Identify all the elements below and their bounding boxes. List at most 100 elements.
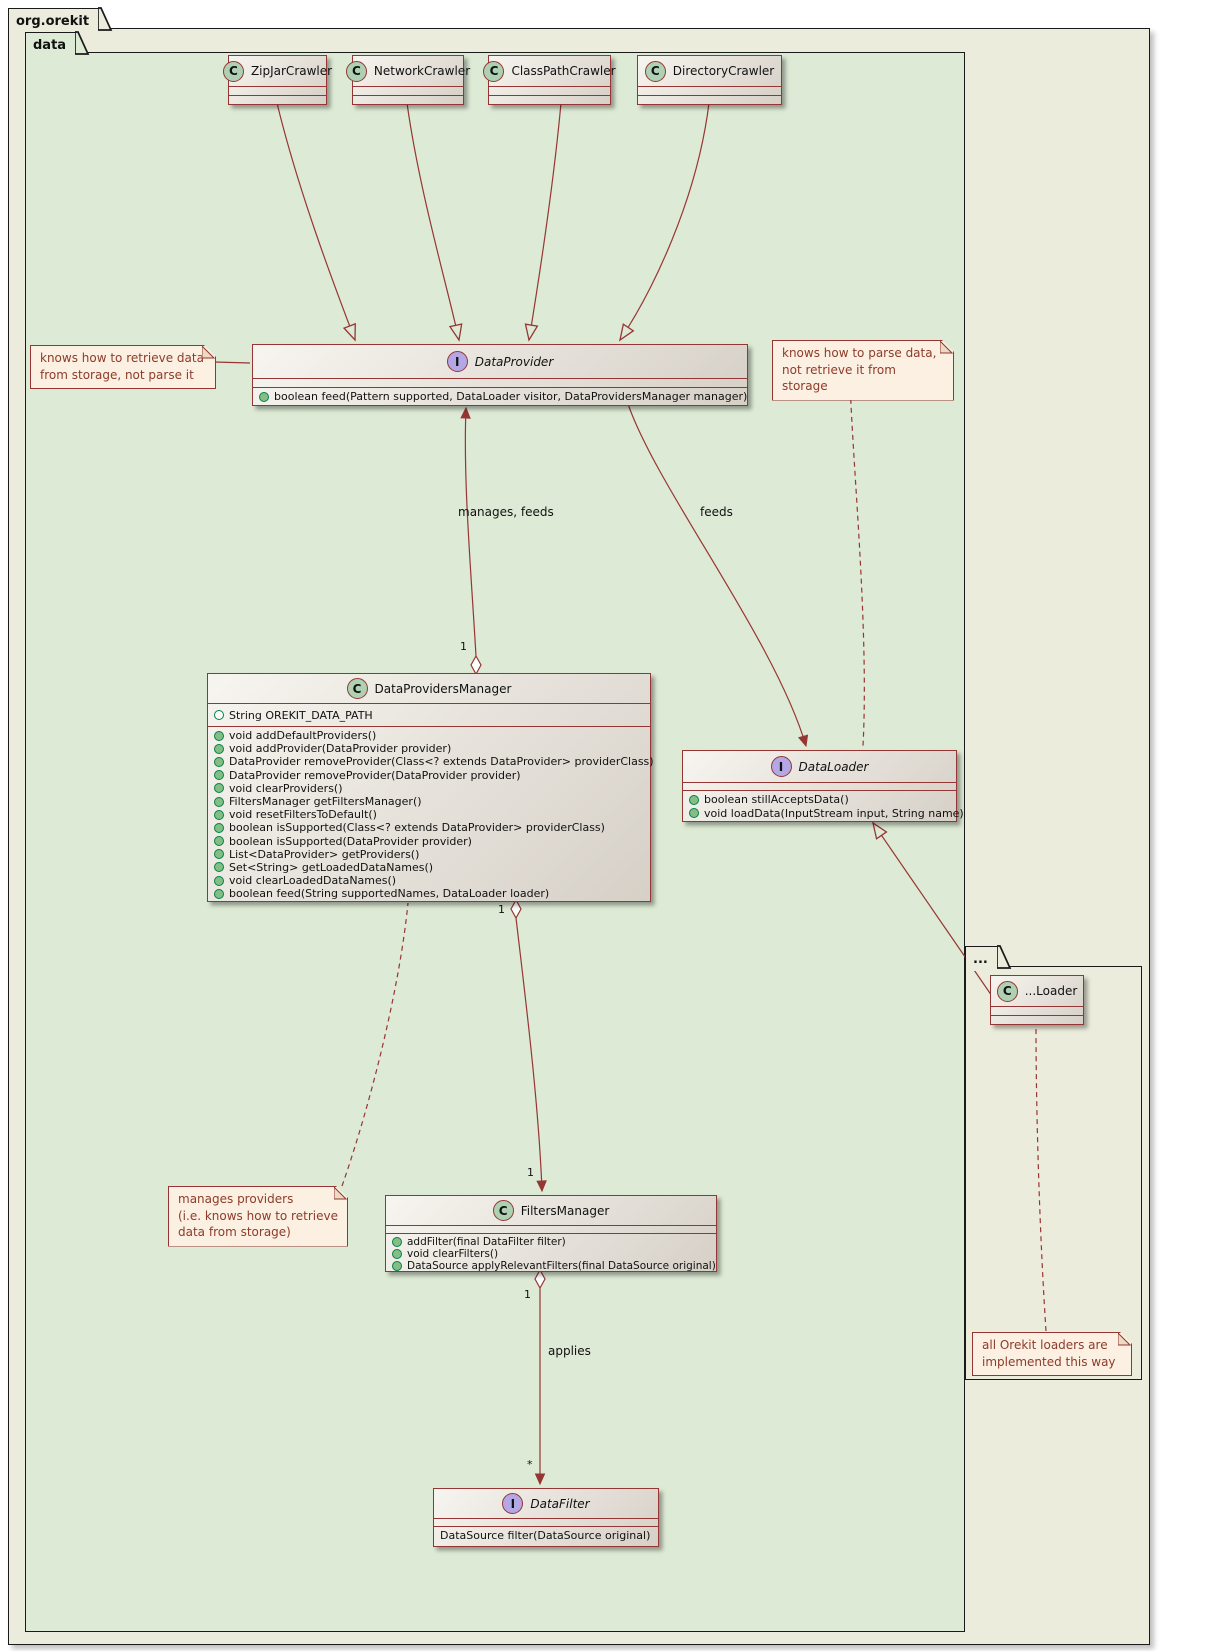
public-method-icon — [214, 849, 224, 860]
class-filtersmanager: C FiltersManager addFilter(final DataFil… — [385, 1195, 717, 1272]
public-method-icon — [214, 888, 224, 899]
class-title: DirectoryCrawler — [672, 64, 775, 78]
method: boolean stillAcceptsData() — [683, 793, 956, 807]
fields-compartment — [683, 783, 956, 791]
fields-compartment — [229, 87, 326, 96]
note-retrieve-data: knows how to retrieve data from storage,… — [30, 345, 216, 389]
class-dataprovidersmanager: C DataProvidersManager String OREKIT_DAT… — [207, 673, 654, 902]
method: List<DataProvider> getProviders() — [208, 848, 650, 861]
interface-icon: I — [770, 756, 792, 777]
fields-compartment: String OREKIT_DATA_PATH — [208, 704, 650, 727]
interface-dataloader: I DataLoader boolean stillAcceptsData() … — [682, 750, 964, 822]
package-data-tab: data — [25, 31, 90, 57]
method: void clearProviders() — [208, 782, 650, 795]
method: DataProvider removeProvider(Class<? exte… — [208, 755, 654, 768]
methods-compartment — [638, 96, 781, 104]
note-fold-icon — [1118, 1333, 1131, 1346]
package-misc-body — [965, 966, 1142, 1380]
method: DataProvider removeProvider(DataProvider… — [208, 769, 650, 782]
fields-compartment — [638, 87, 781, 96]
interface-datafilter: I DataFilter DataSource filter(DataSourc… — [433, 1488, 659, 1547]
methods-compartment: addFilter(final DataFilter filter) void … — [386, 1234, 716, 1273]
note-all-loaders: all Orekit loaders are implemented this … — [972, 1332, 1132, 1376]
fields-compartment — [489, 87, 610, 96]
edge-label-applies: applies — [548, 1344, 591, 1358]
method: void clearFilters() — [386, 1248, 716, 1260]
class-miscloader: C ...Loader — [990, 975, 1084, 1025]
fields-compartment — [386, 1226, 716, 1234]
methods-compartment: boolean stillAcceptsData() void loadData… — [683, 791, 964, 821]
interface-title: DataFilter — [530, 1496, 590, 1511]
package-org-orekit-tab: org.orekit — [8, 7, 113, 33]
fields-compartment — [991, 1007, 1083, 1016]
class-zipjarcrawler: C ZipJarCrawler — [222, 55, 332, 105]
class-networkcrawler: C NetworkCrawler — [345, 55, 470, 105]
class-icon: C — [492, 1200, 514, 1221]
method: FiltersManager getFiltersManager() — [208, 795, 650, 808]
method: void clearLoadedDataNames() — [208, 874, 650, 887]
public-method-icon — [214, 770, 224, 781]
method: DataSource applyRelevantFilters(final Da… — [386, 1260, 716, 1272]
methods-compartment — [353, 96, 463, 104]
public-method-icon — [214, 809, 224, 820]
public-method-icon — [214, 862, 224, 873]
fields-compartment — [353, 87, 463, 96]
class-icon: C — [346, 678, 368, 699]
class-title: ClassPathCrawler — [511, 64, 616, 78]
class-title: ...Loader — [1024, 984, 1078, 998]
method: void resetFiltersToDefault() — [208, 808, 650, 821]
note-parse-data: knows how to parse data, not retrieve it… — [772, 340, 954, 401]
method: void addDefaultProviders() — [208, 729, 650, 742]
method: boolean feed(String supportedNames, Data… — [208, 887, 650, 900]
method: void loadData(InputStream input, String … — [683, 807, 964, 821]
class-title: NetworkCrawler — [373, 64, 471, 78]
multiplicity-1: 1 — [527, 1166, 534, 1179]
public-method-icon — [214, 836, 224, 847]
public-method-icon — [214, 756, 224, 767]
package-data-label: data — [33, 37, 67, 53]
public-method-icon — [392, 1261, 402, 1272]
edge-label-manages-feeds: manages, feeds — [458, 505, 554, 519]
class-directorycrawler: C DirectoryCrawler — [637, 55, 782, 105]
field: String OREKIT_DATA_PATH — [208, 704, 650, 726]
class-title: ZipJarCrawler — [250, 64, 333, 78]
note-fold-icon — [202, 346, 215, 359]
public-method-icon — [689, 808, 699, 819]
note-fold-icon — [334, 1187, 347, 1200]
note-fold-icon — [940, 341, 953, 354]
method: void addProvider(DataProvider provider) — [208, 742, 650, 755]
interface-icon: I — [446, 351, 468, 372]
public-method-icon — [214, 875, 224, 886]
package-tab-slant — [98, 7, 113, 31]
fields-compartment — [253, 379, 747, 388]
package-org-orekit-label: org.orekit — [16, 13, 90, 29]
class-icon: C — [222, 60, 244, 82]
interface-icon: I — [502, 1493, 524, 1514]
multiplicity-many: * — [527, 1458, 533, 1471]
multiplicity-1: 1 — [524, 1288, 531, 1301]
public-method-icon — [214, 796, 224, 807]
methods-compartment — [991, 1016, 1083, 1024]
multiplicity-1: 1 — [460, 640, 467, 653]
methods-compartment — [229, 96, 326, 104]
method: addFilter(final DataFilter filter) — [386, 1236, 716, 1248]
methods-compartment: boolean feed(Pattern supported, DataLoad… — [253, 388, 747, 405]
package-tab-slant — [997, 945, 1012, 969]
interface-dataprovider: I DataProvider boolean feed(Pattern supp… — [252, 344, 748, 406]
methods-compartment — [489, 96, 610, 104]
method: boolean isSupported(DataProvider provide… — [208, 835, 650, 848]
package-misc-label: ... — [973, 951, 988, 967]
field-icon — [214, 710, 224, 720]
package-misc-tab: ... — [965, 945, 1012, 971]
class-icon: C — [483, 60, 505, 82]
public-method-icon — [392, 1237, 402, 1248]
methods-compartment: void addDefaultProviders() void addProvi… — [208, 727, 654, 900]
fields-compartment — [434, 1519, 658, 1527]
public-method-icon — [214, 730, 224, 741]
method: boolean feed(Pattern supported, DataLoad… — [253, 388, 747, 405]
public-method-icon — [214, 743, 224, 754]
multiplicity-1: 1 — [498, 903, 505, 916]
class-icon: C — [996, 980, 1018, 1002]
interface-title: DataLoader — [798, 759, 869, 774]
